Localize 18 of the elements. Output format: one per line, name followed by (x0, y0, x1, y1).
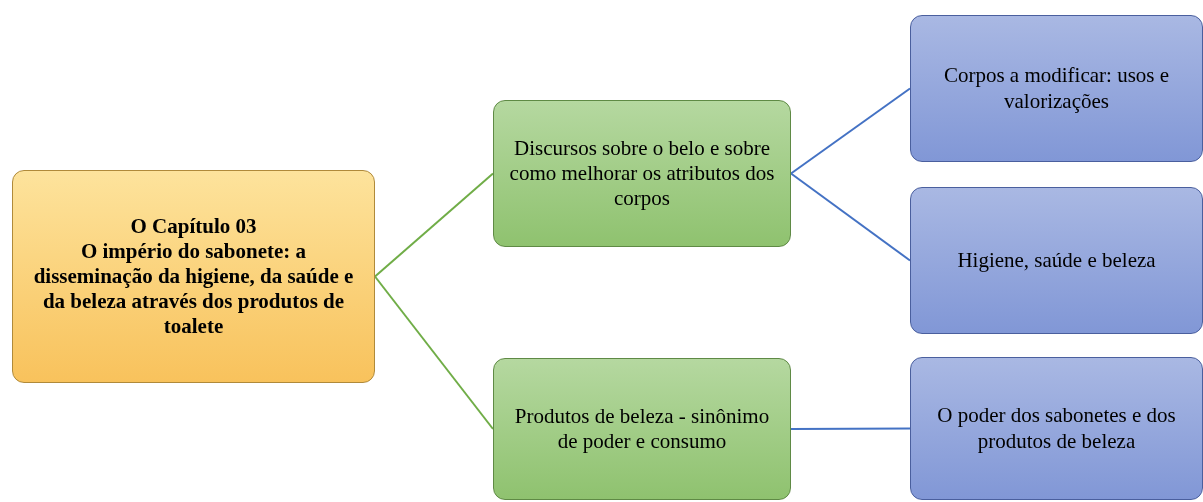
topic-box (493, 358, 791, 500)
box-text: O poder dos sabonetes e dos produtos de beleza (936, 403, 1177, 454)
connector-line (374, 275, 494, 430)
connector-line (790, 427, 911, 430)
box-text: Produtos de beleza - sinônimo de poder e consumo (513, 403, 771, 455)
box-heading: O Capítulo 03 (130, 213, 257, 239)
box-text: Corpos a modificar: usos e valorizações (942, 63, 1171, 114)
topic-box (493, 100, 791, 247)
connector-line (790, 87, 911, 175)
box-text: O império do sabonete: a disseminação da higiene, da saúde e da beleza através dos produtos de toalete (32, 238, 355, 340)
connector-line (790, 172, 911, 262)
topic-box (12, 170, 375, 383)
topic-box (910, 15, 1203, 162)
box-text: Higiene, saúde e beleza (957, 247, 1156, 274)
box-text: Discursos sobre o belo e sobre como melhorar os atributos dos corpos (508, 135, 776, 212)
topic-box (910, 187, 1203, 334)
connector-line (374, 172, 494, 278)
topic-box (910, 357, 1203, 500)
